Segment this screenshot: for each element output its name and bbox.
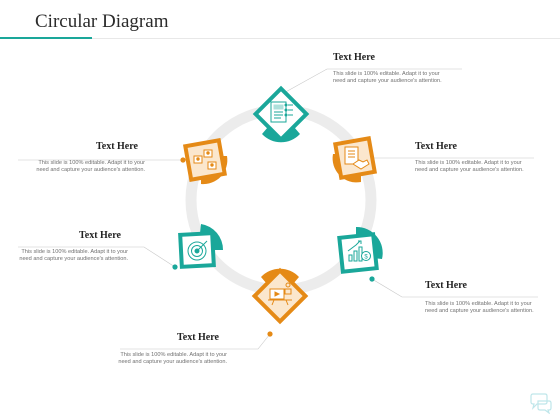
connector-dot-left-lower — [172, 264, 178, 270]
item-3-heading: Text Here — [425, 280, 467, 291]
connector-dot-left-upper — [180, 157, 186, 163]
connector-left-lower — [18, 246, 176, 268]
node-3: $ — [337, 226, 383, 274]
title-underline — [0, 37, 560, 39]
connector-right-lower — [371, 278, 538, 298]
target-icon — [187, 240, 208, 261]
team-network-icon — [193, 149, 217, 170]
svg-text:$: $ — [364, 254, 368, 260]
item-6-description: This slide is 100% editable. Adapt it to… — [36, 160, 145, 173]
item-1-description: This slide is 100% editable. Adapt it to… — [333, 71, 442, 84]
connector-dot-right-lower — [369, 276, 375, 282]
item-2-description: This slide is 100% editable. Adapt it to… — [415, 160, 524, 173]
chat-bubbles-icon — [530, 393, 552, 414]
slide-title: Circular Diagram — [35, 11, 169, 32]
node-4 — [251, 267, 309, 325]
presentation-board-icon — [268, 282, 292, 306]
item-4-description: This slide is 100% editable. Adapt it to… — [118, 352, 227, 365]
node-6 — [182, 137, 228, 185]
growth-chart-dollar-icon: $ — [347, 240, 371, 262]
item-1-heading: Text Here — [333, 52, 375, 63]
item-5-heading: Text Here — [79, 230, 121, 241]
item-6-heading: Text Here — [96, 141, 138, 152]
connector-lines — [18, 68, 538, 350]
item-4-heading: Text Here — [177, 332, 219, 343]
connector-top — [281, 68, 462, 95]
node-5 — [178, 224, 224, 269]
contract-handshake-icon — [344, 146, 370, 170]
node-1 — [252, 85, 310, 143]
item-2-heading: Text Here — [415, 141, 457, 152]
item-3-description: This slide is 100% editable. Adapt it to… — [425, 301, 534, 314]
connector-dot-bottom — [267, 331, 273, 337]
connector-bottom — [120, 333, 271, 350]
item-5-description: This slide is 100% editable. Adapt it to… — [19, 249, 128, 262]
node-2 — [332, 135, 378, 183]
document-checklist-icon — [270, 101, 293, 123]
